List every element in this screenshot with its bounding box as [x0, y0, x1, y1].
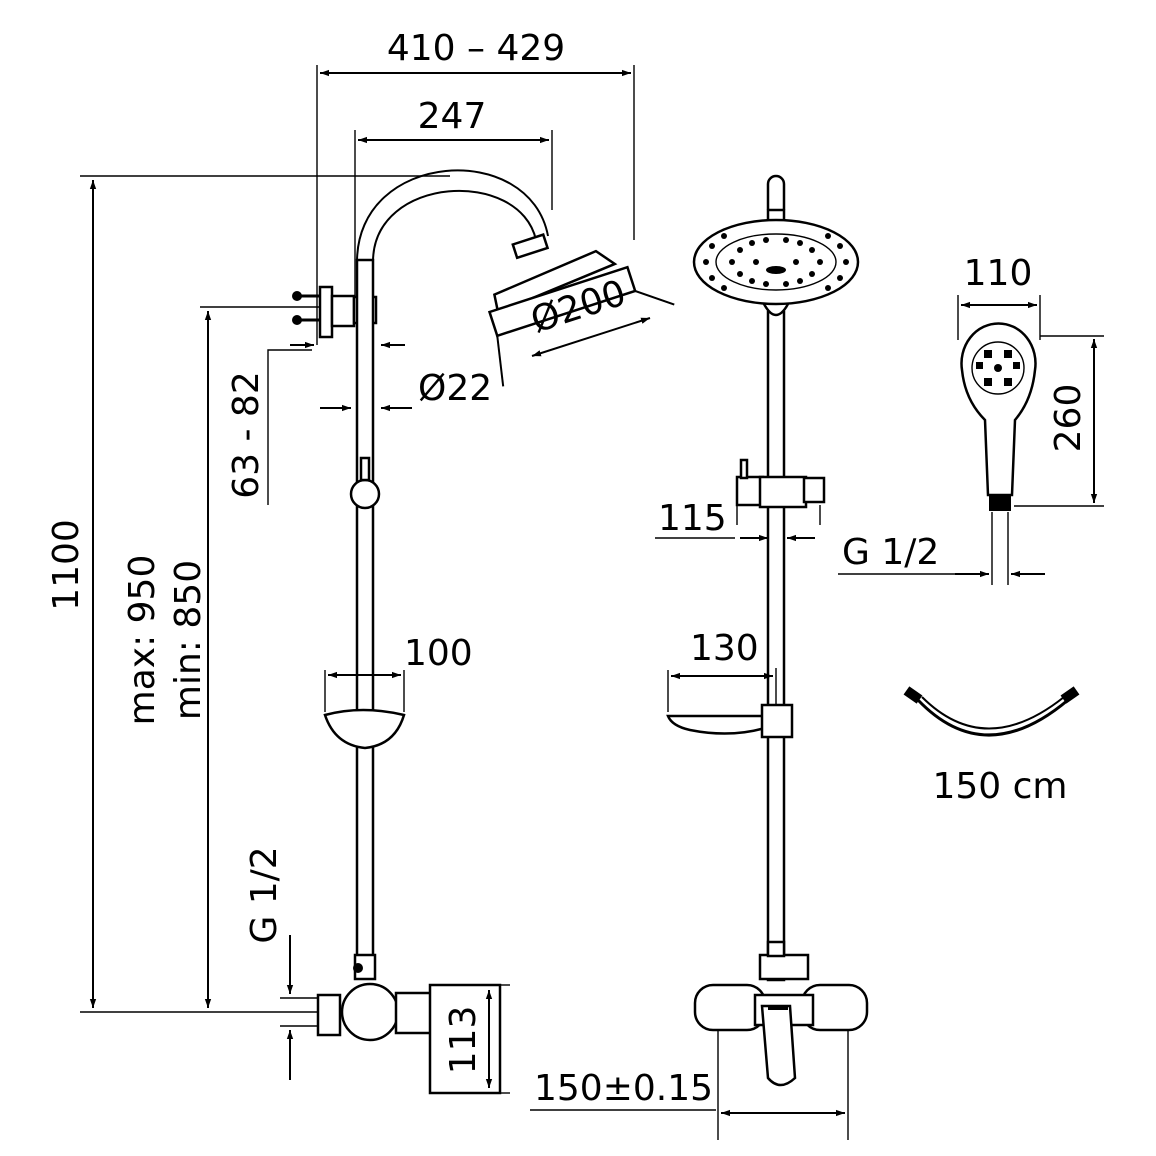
- hand-shower-slider: 115: [655, 458, 826, 542]
- reach-dimension: 410 – 429: [316, 28, 635, 345]
- side-view: 410 – 429 247 1100 max: 950 min: 850: [46, 28, 675, 1095]
- hand-shower-length-label: 260: [1048, 384, 1089, 453]
- total-height-label: 1100: [46, 519, 87, 611]
- hand-shower-detail: 110 260 G 1/2: [838, 253, 1104, 585]
- front-riser-pipe: [766, 310, 786, 982]
- soap-dish-depth-label: 130: [690, 628, 759, 669]
- pipe-diameter-label: Ø22: [418, 368, 492, 409]
- inlet-thread-left-label: G 1/2: [244, 846, 285, 943]
- front-view: 115 130 150±: [530, 174, 869, 1140]
- overhead-shower-head: [487, 233, 675, 387]
- height-max-label: max: 950: [122, 555, 163, 726]
- inlet-spacing-label: 150±0.15: [534, 1068, 713, 1109]
- wall-offset-dimension: 63 - 82: [226, 341, 405, 505]
- mixer-height-label: 113: [443, 1006, 484, 1075]
- max-min-height-dimension: max: 950 min: 850: [122, 306, 330, 1008]
- hand-shower-thread-label: G 1/2: [842, 532, 939, 573]
- arm-length-label: 247: [418, 96, 487, 137]
- diverter: [758, 940, 810, 981]
- soap-dish-front: 130: [666, 628, 794, 739]
- height-min-label: min: 850: [168, 560, 209, 720]
- soap-dish-width-label: 100: [404, 633, 473, 674]
- overhead-shower-head-front: [692, 218, 860, 317]
- hose-detail: 150 cm: [903, 686, 1080, 807]
- total-height-dimension: 1100: [46, 175, 450, 1013]
- hose-length-label: 150 cm: [932, 766, 1067, 807]
- inlet-thread-dimension: G 1/2: [244, 846, 318, 1080]
- mixer-front: [693, 983, 869, 1087]
- pipe-diameter-dimension: Ø22: [320, 368, 492, 412]
- shower-arm: [356, 169, 549, 263]
- inlet-spacing-dimension: 150±0.15: [530, 1030, 849, 1140]
- riser-pipe: [349, 258, 381, 962]
- hand-shower-width-label: 110: [964, 253, 1033, 294]
- reach-range-label: 410 – 429: [387, 28, 565, 69]
- soap-dish-side: 100: [323, 633, 473, 750]
- wall-offset-label: 63 - 82: [226, 371, 267, 499]
- arm-length-dimension: 247: [354, 96, 553, 300]
- slider-width-label: 115: [658, 498, 727, 539]
- mixer-side: 113: [316, 953, 510, 1095]
